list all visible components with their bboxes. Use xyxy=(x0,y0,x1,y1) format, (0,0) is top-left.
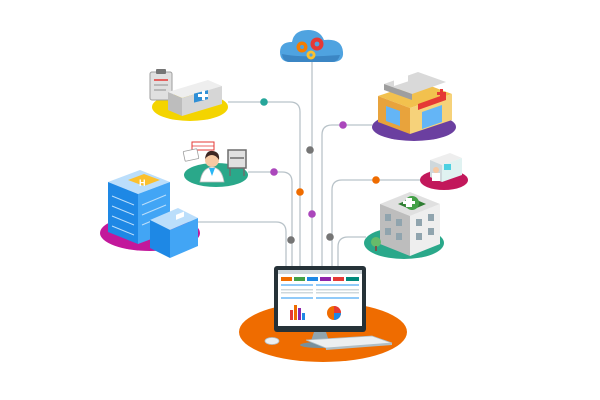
node-doctor xyxy=(182,141,248,187)
connector-dot xyxy=(339,121,347,129)
connector-dots xyxy=(260,98,380,244)
clipboard-medkit-icon xyxy=(149,69,222,116)
connector-dot xyxy=(260,98,268,106)
bar-chart-icon xyxy=(290,305,305,320)
connector-dot xyxy=(287,236,295,244)
connector-doctor xyxy=(248,171,293,268)
patient-bed-icon xyxy=(227,149,247,176)
connector-lines xyxy=(198,62,420,268)
gear-icon xyxy=(306,50,316,60)
connector-medical-records xyxy=(228,101,301,268)
node-clinic xyxy=(364,192,444,259)
node-hospital: H xyxy=(100,170,200,258)
connector-dot xyxy=(296,188,304,196)
connector-hospital xyxy=(198,221,287,268)
cloud-gears-icon xyxy=(280,30,344,62)
gear-icon xyxy=(310,37,324,51)
connector-dot xyxy=(372,176,380,184)
connector-clinic xyxy=(337,236,366,268)
helipad-h-icon: H xyxy=(139,178,146,188)
connector-patient-room xyxy=(331,179,420,268)
hub-computer xyxy=(239,266,407,362)
pie-chart-icon xyxy=(327,306,341,320)
connector-dot xyxy=(326,233,334,241)
connector-pharmacy xyxy=(321,124,372,268)
clinic-building-icon xyxy=(371,192,440,256)
patient-bed-icon xyxy=(430,153,462,182)
gear-icon xyxy=(296,41,308,53)
node-medical-records xyxy=(149,69,228,121)
doctor-icon xyxy=(182,141,247,183)
hospital-building-icon: H xyxy=(108,170,198,258)
connector-dot xyxy=(306,146,314,154)
pharmacy-store-icon xyxy=(378,72,452,134)
node-patient-room xyxy=(420,153,468,190)
dashboard-tiles xyxy=(281,277,359,281)
node-pharmacy xyxy=(372,72,456,141)
keyboard-icon xyxy=(305,335,393,350)
connector-dot xyxy=(308,210,316,218)
connector-dot xyxy=(270,168,278,176)
mouse-icon xyxy=(264,337,280,345)
